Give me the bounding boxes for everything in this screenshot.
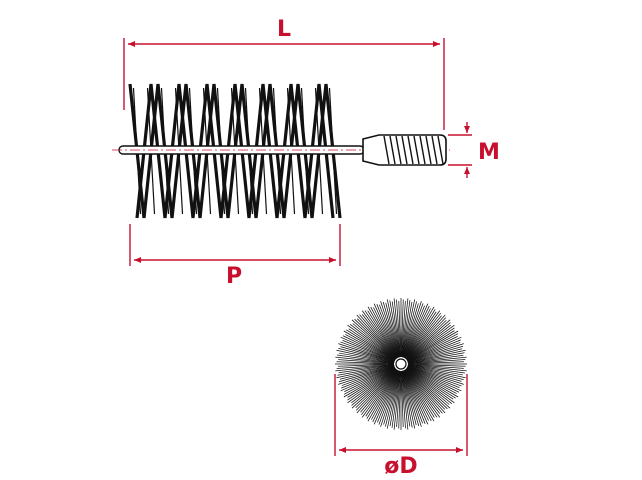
dimension-brush-length: P — [129, 224, 341, 289]
label-brush-length: P — [226, 264, 242, 289]
thread-pattern — [383, 135, 444, 165]
label-length: L — [277, 17, 291, 42]
dimension-length: L — [123, 17, 445, 130]
label-diameter: øD — [384, 454, 417, 479]
label-thread: M — [478, 140, 500, 165]
brush-front-view — [335, 298, 467, 430]
center-hole — [395, 358, 407, 370]
dimension-thread: M — [448, 122, 500, 178]
radial-bristles — [335, 298, 467, 430]
threaded-end — [362, 134, 447, 166]
dimension-diameter: øD — [334, 374, 468, 479]
brush-side-view — [112, 83, 450, 219]
